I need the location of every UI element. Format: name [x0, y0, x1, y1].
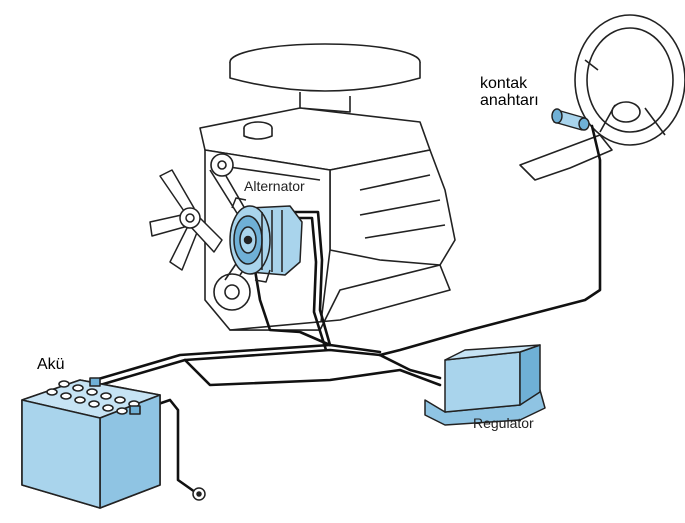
ignition-switch-label: kontak anahtarı	[480, 75, 560, 110]
alternator-icon	[229, 197, 303, 283]
battery-label: Akü	[37, 356, 65, 373]
wiring-harness	[93, 124, 602, 494]
engine-block-icon	[199, 43, 456, 331]
steering-wheel-icon	[519, 14, 685, 181]
ignition-switch-label-line1: kontak	[480, 75, 528, 92]
ignition-switch-label-line2: anahtarı	[480, 91, 539, 109]
fan-icon	[149, 169, 223, 271]
regulator-label: Regulator	[473, 415, 534, 431]
ground-terminal-icon	[192, 487, 206, 501]
alternator-label: Alternator	[244, 178, 305, 194]
regulator-icon	[424, 344, 546, 426]
ignition-switch-icon	[551, 108, 590, 131]
battery-icon	[21, 377, 161, 509]
